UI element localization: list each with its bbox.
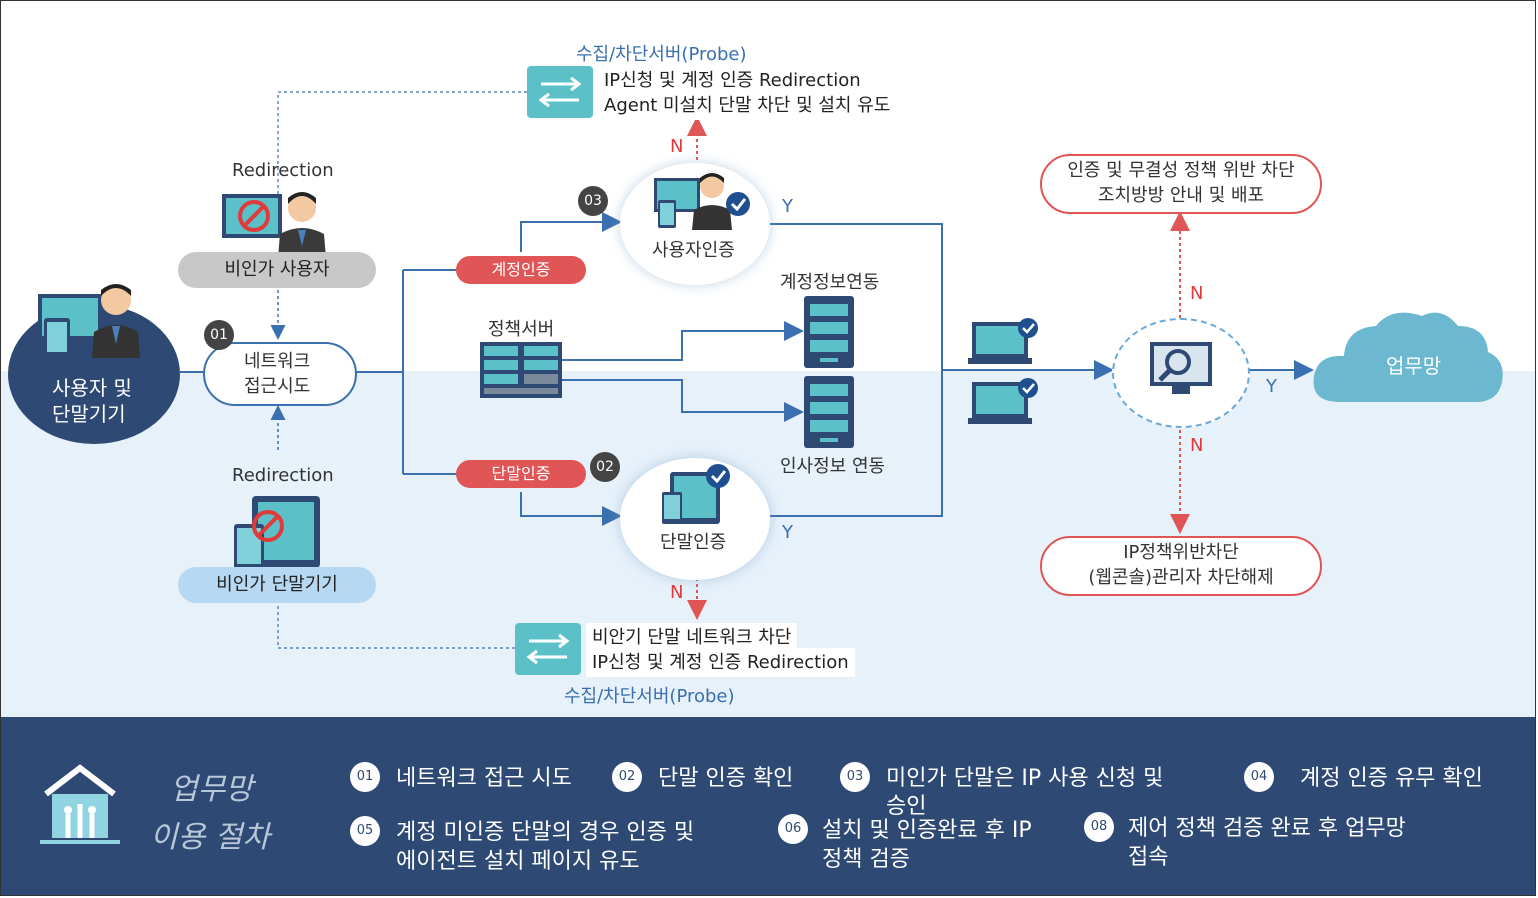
verified-user-icon — [652, 170, 752, 232]
step-num-01: 01 — [350, 762, 380, 792]
device-auth-label: 단말인증 — [660, 532, 727, 553]
step-num-02: 02 — [612, 762, 642, 792]
policy-yes: Y — [1266, 376, 1277, 397]
step-text-01: 네트워크 접근 시도 — [396, 766, 572, 791]
redirection-label-top: Redirection — [232, 160, 334, 181]
user-device-line2: 단말기기 — [52, 402, 126, 426]
violation-bottom-line1: IP정책위반차단 — [1123, 542, 1239, 563]
step-badge-03: 03 — [578, 186, 608, 216]
procedure-panel — [1, 717, 1535, 895]
blocked-tablet-icon — [232, 494, 324, 572]
step-text-03b: 승인 — [886, 794, 927, 819]
cloud-icon — [1310, 306, 1506, 406]
step-badge-02: 02 — [590, 452, 620, 482]
monitor-search-icon — [1148, 338, 1218, 398]
switch-icon — [515, 623, 581, 675]
step-num-04: 04 — [1244, 762, 1274, 792]
verified-laptop-icon — [968, 378, 1042, 428]
account-auth-tag: 계정인증 — [456, 256, 586, 284]
probe-bottom-title: 수집/차단서버(Probe) — [564, 686, 735, 707]
step-text-03: 미인가 단말은 IP 사용 신청 및 — [886, 766, 1164, 791]
step-num-03: 03 — [840, 762, 870, 792]
network-access-line1: 네트워크 — [244, 351, 311, 372]
hr-sync-label: 인사정보 연동 — [780, 456, 886, 477]
step-text-04: 계정 인증 유무 확인 — [1300, 766, 1483, 791]
violation-bottom-box: IP정책위반차단 (웹콘솔)관리자 차단해제 — [1040, 536, 1322, 596]
device-auth-no: N — [670, 582, 684, 603]
server-rack-icon — [480, 342, 562, 398]
verified-laptop-icon — [968, 318, 1042, 368]
step-num-06: 06 — [778, 814, 808, 844]
business-net-label: 업무망 — [1386, 354, 1442, 378]
verified-device-icon — [660, 464, 732, 526]
step-badge-01: 01 — [204, 320, 234, 350]
connector-lines — [180, 91, 1314, 649]
unauthorized-user-pill: 비인가 사용자 — [178, 252, 376, 288]
step-text-06: 설치 및 인증완료 후 IP — [822, 818, 1032, 843]
account-sync-label: 계정정보연동 — [780, 272, 880, 293]
procedure-title-2: 이용 절차 — [150, 820, 270, 855]
blocked-user-icon — [220, 186, 340, 258]
step-text-08: 제어 정책 검증 완료 후 업무망 — [1128, 816, 1406, 841]
step-num-08: 08 — [1084, 812, 1114, 842]
procedure-title-1: 업무망 — [170, 772, 253, 807]
probe-top-line2: Agent 미설치 단말 차단 및 설치 유도 — [598, 91, 897, 120]
network-access-node — [203, 342, 357, 406]
step-text-08b: 접속 — [1128, 845, 1169, 870]
network-access-line2: 접근시도 — [244, 376, 311, 397]
redirection-label-bottom: Redirection — [232, 465, 334, 486]
user-auth-no: N — [670, 136, 684, 157]
probe-top-title: 수집/차단서버(Probe) — [576, 44, 747, 65]
step-text-05: 계정 미인증 단말의 경우 인증 및 — [396, 820, 695, 845]
unauthorized-device-pill: 비인가 단말기기 — [178, 567, 376, 603]
probe-top-line1: IP신청 및 계정 인증 Redirection — [598, 66, 867, 95]
step-num-05: 05 — [350, 816, 380, 846]
policy-server-label: 정책서버 — [488, 319, 555, 340]
user-auth-yes: Y — [782, 196, 793, 217]
policy-no-bottom: N — [1190, 435, 1204, 456]
step-text-02: 단말 인증 확인 — [658, 766, 794, 791]
account-server-icon — [804, 296, 854, 368]
hr-server-icon — [804, 376, 854, 448]
probe-bottom-line1: 비안기 단말 네트워크 차단 — [586, 623, 798, 652]
user-auth-label: 사용자인증 — [652, 240, 735, 261]
violation-top-line2: 조치방방 안내 및 배포 — [1097, 185, 1265, 206]
device-auth-yes: Y — [782, 522, 793, 543]
violation-top-box: 인증 및 무결성 정책 위반 차단 조치방방 안내 및 배포 — [1040, 154, 1322, 214]
step-text-06b: 정책 검증 — [822, 847, 910, 872]
policy-no-top: N — [1190, 283, 1204, 304]
violation-top-line1: 인증 및 무결성 정책 위반 차단 — [1067, 160, 1295, 181]
network-house-icon — [40, 764, 120, 848]
violation-bottom-line2: (웹콘솔)관리자 차단해제 — [1088, 567, 1274, 588]
user-device-line1: 사용자 및 — [52, 376, 132, 400]
switch-icon — [527, 66, 593, 118]
step-text-05b: 에이전트 설치 페이지 유도 — [396, 849, 640, 874]
device-auth-tag: 단말인증 — [456, 460, 586, 488]
user-device-icon — [36, 280, 166, 358]
probe-bottom-line2: IP신청 및 계정 인증 Redirection — [586, 648, 855, 677]
